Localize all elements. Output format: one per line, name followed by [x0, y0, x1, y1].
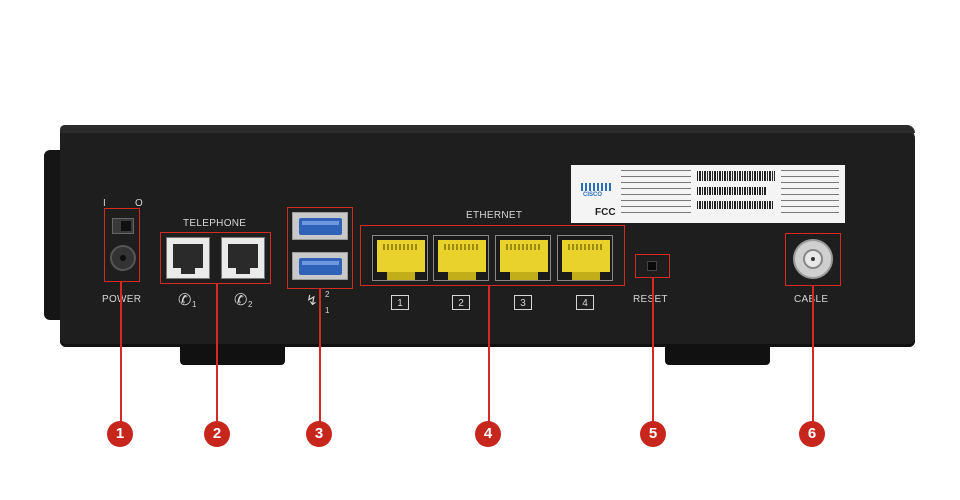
- callout-badge-5: 5: [640, 421, 666, 447]
- reset-callout-box: [635, 254, 670, 278]
- ethernet-label: ETHERNET: [466, 210, 523, 221]
- ethernet-port-4[interactable]: [557, 235, 613, 281]
- phone-icon: ✆: [178, 292, 192, 309]
- usb-callout-box: [287, 207, 353, 289]
- barcode: [697, 187, 767, 195]
- telephone-1-number: 1: [192, 300, 197, 309]
- callout-line-5: [652, 278, 654, 422]
- product-label-sticker: CISCO FCC: [571, 165, 845, 223]
- power-callout-box: [104, 208, 140, 282]
- cisco-logo: [581, 183, 611, 191]
- callout-badge-2: 2: [204, 421, 230, 447]
- telephone-2-number: 2: [248, 300, 253, 309]
- ethernet-port-number: 1: [391, 295, 409, 310]
- usb-port-1[interactable]: [292, 252, 348, 280]
- ethernet-callout-box: [360, 225, 625, 286]
- ethernet-port-3[interactable]: [495, 235, 551, 281]
- usb-port-number-bottom: 1: [325, 306, 330, 315]
- callout-badge-1: 1: [107, 421, 133, 447]
- ethernet-port-1[interactable]: [372, 235, 428, 281]
- telephone-label: TELEPHONE: [183, 218, 247, 229]
- cable-label: CABLE: [794, 294, 828, 305]
- power-jack[interactable]: [110, 245, 136, 271]
- coax-cable-connector[interactable]: [793, 239, 833, 279]
- callout-line-3: [319, 289, 321, 422]
- reset-button[interactable]: [647, 261, 657, 271]
- cisco-brand-text: CISCO: [583, 192, 603, 198]
- cable-callout-box: [785, 233, 841, 286]
- telephone-port-2[interactable]: [221, 237, 265, 279]
- callout-line-2: [216, 284, 218, 422]
- callout-line-4: [488, 286, 490, 422]
- reset-label: RESET: [633, 294, 668, 305]
- regulatory-text-lines: [781, 170, 839, 214]
- usb-icon: ↯: [306, 292, 319, 308]
- usb-port-number-top: 2: [325, 290, 330, 299]
- panel-top-edge: [60, 125, 915, 133]
- callout-line-1: [120, 282, 122, 422]
- power-switch-on-mark: I: [103, 198, 107, 209]
- callout-badge-3: 3: [306, 421, 332, 447]
- telephone-callout-box: [160, 232, 271, 284]
- ethernet-port-2[interactable]: [433, 235, 489, 281]
- power-switch-off-mark: O: [135, 198, 144, 209]
- telephone-port-1[interactable]: [166, 237, 210, 279]
- callout-badge-6: 6: [799, 421, 825, 447]
- compliance-marks: FCC: [595, 207, 616, 218]
- ethernet-port-number: 2: [452, 295, 470, 310]
- callout-badge-4: 4: [475, 421, 501, 447]
- barcode: [697, 171, 775, 181]
- ethernet-port-number: 3: [514, 295, 532, 310]
- spec-text-lines: [621, 170, 691, 214]
- power-switch[interactable]: [112, 218, 134, 234]
- phone-icon: ✆: [234, 292, 248, 309]
- barcode: [697, 201, 773, 209]
- callout-line-6: [812, 286, 814, 422]
- usb-port-2[interactable]: [292, 212, 348, 240]
- device-foot: [180, 345, 285, 365]
- ethernet-port-number: 4: [576, 295, 594, 310]
- device-foot: [665, 345, 770, 365]
- device-side-ear-left: [44, 150, 62, 320]
